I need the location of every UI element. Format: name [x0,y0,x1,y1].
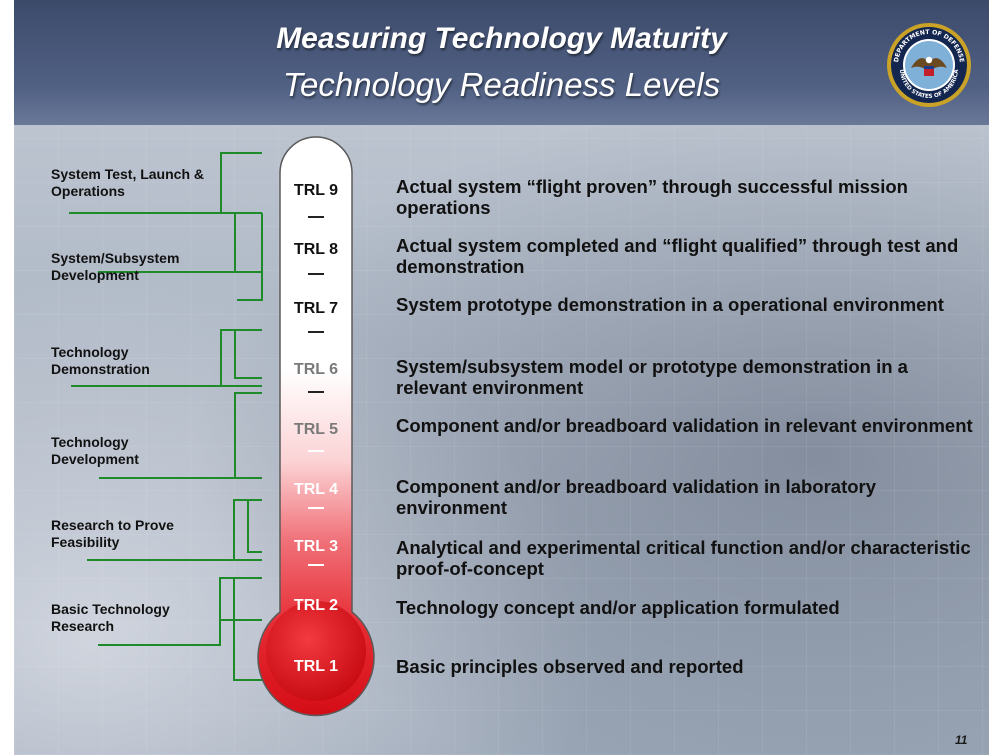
trl-6-description: System/subsystem model or prototype demo… [396,356,908,398]
phase-label-technology-demonstration: Technology Demonstration [51,344,150,377]
page-number: 11 [955,733,968,747]
thermometer-tube [257,136,375,717]
trl-9-label: TRL 9 [293,182,339,199]
trl-1-description: Basic principles observed and reported [396,656,744,677]
trl-2-label: TRL 2 [293,597,339,614]
trl-4-label: TRL 4 [293,481,339,498]
trl-4-description: Component and/or breadboard validation i… [396,476,877,518]
trl-7-label: TRL 7 [293,300,339,317]
level-dividers [308,216,324,566]
trl-8-description: Actual system completed and “flight qual… [396,235,959,277]
trl-1-label: TRL 1 [293,658,339,675]
thermometer-bulb [266,601,366,701]
trl-8-label: TRL 8 [293,241,339,258]
title-band: Measuring Technology Maturity Technology… [14,0,989,125]
phase-label-research-feasibility: Research to Prove Feasibility [51,517,174,550]
trl-2-description: Technology concept and/or application fo… [396,597,840,618]
trl-5-label: TRL 5 [293,421,339,438]
trl-9-description: Actual system “flight proven” through su… [396,176,908,218]
department-of-defense-seal-icon: DEPARTMENT OF DEFENSE UNITED STATES OF A… [887,23,971,107]
phase-bracket-lines [69,152,263,681]
phase-label-basic-research: Basic Technology Research [51,601,170,634]
trl-3-label: TRL 3 [293,538,339,555]
slide: Measuring Technology Maturity Technology… [14,0,989,755]
phase-label-system-test: System Test, Launch & Operations [51,166,205,199]
slide-subtitle: Technology Readiness Levels [282,66,721,103]
trl-5-description: Component and/or breadboard validation i… [396,415,973,436]
trl-6-label: TRL 6 [293,361,339,378]
trl-3-description: Analytical and experimental critical fun… [396,537,971,579]
phase-label-system-development: System/Subsystem Development [51,250,180,283]
trl-thermometer-diagram [69,136,375,717]
phase-label-technology-development: Technology Development [51,434,139,467]
trl-7-description: System prototype demonstration in a oper… [396,294,944,315]
slide-title: Measuring Technology Maturity [276,22,727,55]
